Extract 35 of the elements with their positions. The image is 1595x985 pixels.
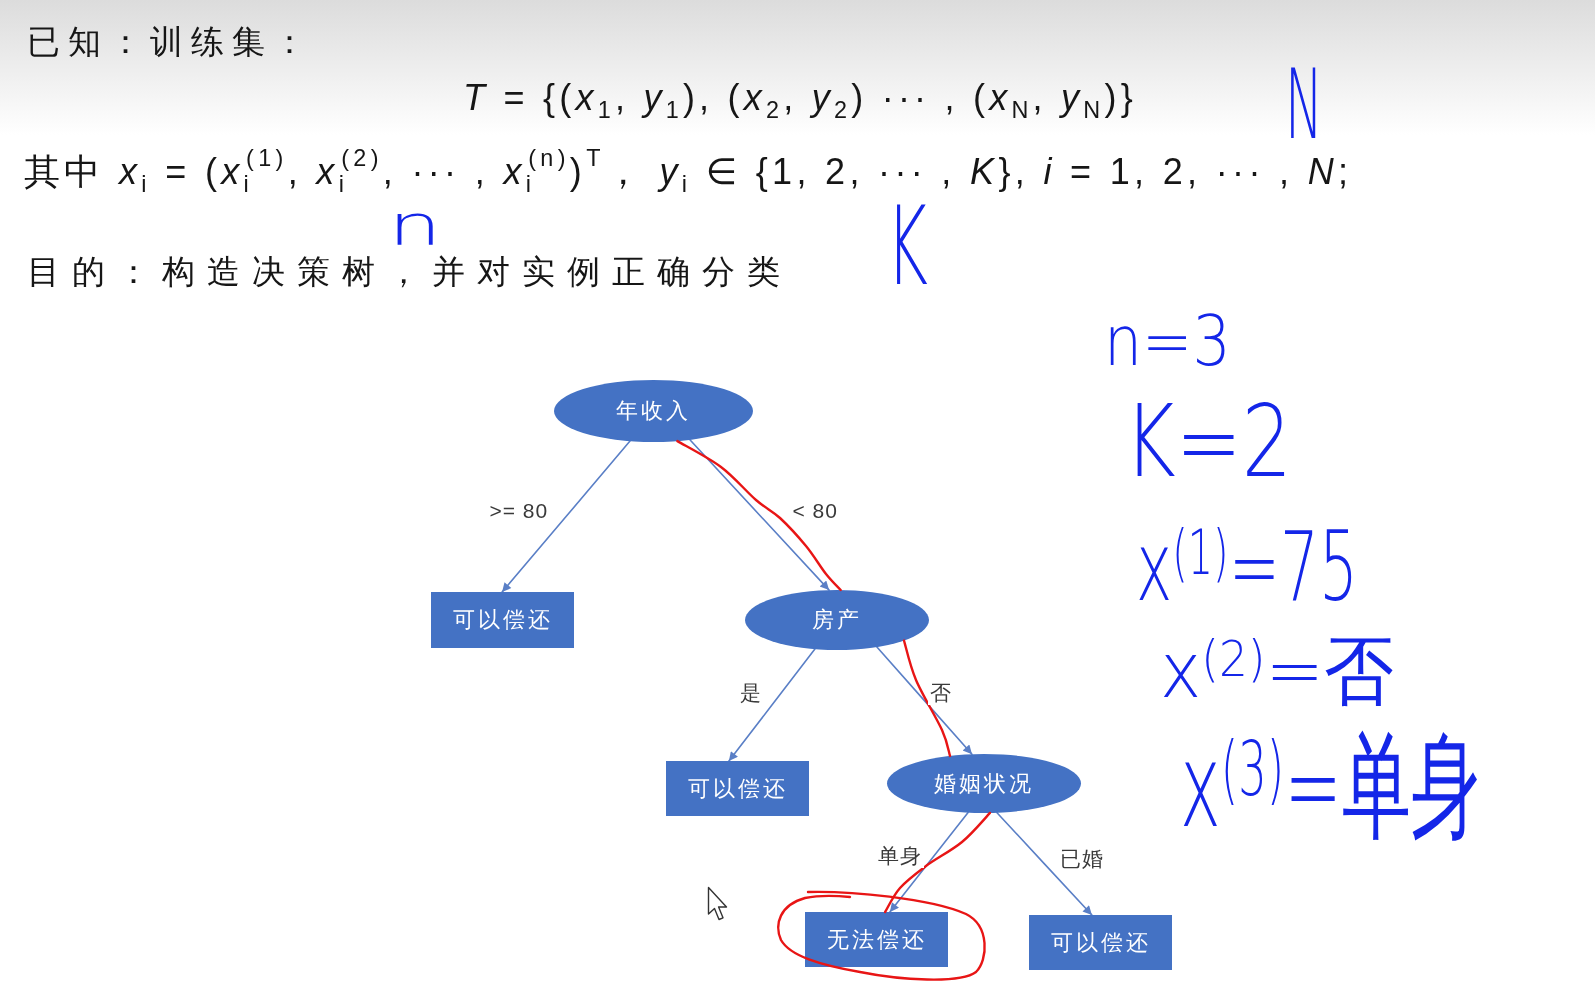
decision-node [745,590,929,650]
handwritten-note: x$^{(3)}$=单身 [1180,717,1480,849]
leaf-node [1029,915,1172,970]
handwritten-note: x$^{(1)}$=75 [1136,510,1358,620]
edge-label: 单身 [876,844,924,869]
edge-label: 已婚 [1058,847,1106,872]
decision-node [554,380,753,442]
leaf-node [666,761,809,816]
formula: T = {(x$_{1}$, y$_{1}$), (x$_{2}$, y$_{2}$) ··· , (x$_{N}$, y$_{N}$)} [463,76,1137,120]
node-label: 可以偿还 [687,775,788,802]
arrow [501,440,631,593]
edge-label: 否 [928,681,954,706]
arrow [889,811,969,913]
decision-node [887,754,1081,813]
arrow [876,646,973,755]
goal-text: 目的：构造决策树，并对实例正确分类 [27,252,792,292]
node-label: 无法偿还 [826,926,927,953]
node-label: 可以偿还 [1050,929,1151,956]
node-label: 可以偿还 [452,607,553,633]
arrow [996,811,1093,916]
pen-stroke [883,811,992,914]
arrow [728,648,816,762]
node-label: 婚姻状况 [934,770,1034,797]
node-label: 年收入 [616,398,691,424]
handwritten-note: K=2 [1124,382,1293,496]
pen-stroke [902,639,952,758]
leaf-node [805,912,948,967]
node-label: 房产 [812,607,862,633]
handwritten-note: n=3 [1104,298,1231,379]
arrow [689,439,830,591]
pen-stroke [676,439,842,592]
section-heading: 已知：训练集： [27,22,314,62]
handwritten-note: x$^{(2)}$=否 [1160,624,1394,712]
handwritten-note: n [388,191,442,255]
leaf-node [431,592,574,648]
